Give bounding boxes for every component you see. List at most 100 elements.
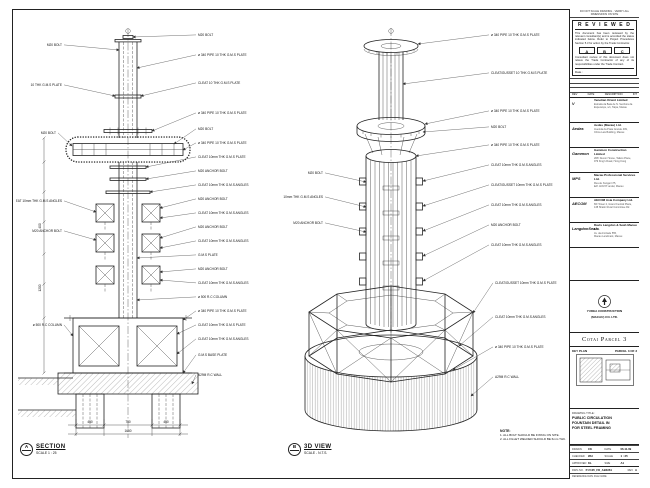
revision-header: REV DATE DESCRIPTION INT bbox=[570, 93, 639, 98]
annotation-label: M20 BOLT bbox=[198, 127, 213, 131]
section-scale: SCALE 1 : 25 bbox=[36, 450, 57, 455]
field-value: 06.11.09 bbox=[620, 447, 632, 452]
annotation-label: CLEAT 10mm THK G.M.S ANGLES bbox=[198, 337, 248, 341]
annotation-label: M20 ANCHOR BOLT bbox=[491, 223, 521, 227]
key-plan-thumbnail bbox=[575, 354, 634, 387]
dimension-label: 450 bbox=[163, 420, 169, 424]
upper-shaft-rods bbox=[382, 52, 400, 120]
contractor-name: (MACAU) CO. LTD. bbox=[591, 314, 618, 319]
notes-heading: NOTE: bbox=[500, 429, 511, 433]
consultant-logo: MPS bbox=[572, 176, 581, 182]
top-flange-bolts bbox=[368, 49, 415, 55]
consultant-name: Gammon Construction Limited bbox=[594, 148, 627, 156]
leader-line bbox=[159, 240, 197, 249]
annotation-label: ø 340 PIPE 10 THK G.M.S PLATE bbox=[198, 53, 247, 57]
leader-line bbox=[176, 338, 197, 355]
iso-scale: SCALE - N.T.S. bbox=[304, 450, 328, 455]
leader-line bbox=[470, 376, 494, 397]
leader-line bbox=[458, 316, 494, 347]
leader-line bbox=[145, 170, 197, 181]
consultant-address: 8/F Tower 2, Grand Central Plaza, bbox=[594, 202, 632, 206]
reviewed-body-1: This document has been reviewed by the r… bbox=[575, 31, 634, 45]
leader-line bbox=[417, 34, 490, 46]
leader-line bbox=[159, 226, 197, 239]
tree-icon bbox=[598, 294, 611, 308]
note-item: 1. ALL BOLT SHOULD BE FIXING ON SITE. bbox=[500, 433, 560, 437]
consultant-address: 979 King's Road, Hong Kong bbox=[594, 159, 627, 163]
section-annotations: M20 BOLT ø 340 PIPE 10 THK G.M.S PLATE CLE… bbox=[16, 33, 248, 433]
field-label: APPROVED bbox=[572, 461, 587, 465]
revision-cloud bbox=[65, 136, 191, 163]
consultant-address: China Law Building, Macau bbox=[594, 131, 625, 134]
annotation-label: M20 BOLT bbox=[308, 171, 323, 175]
dwg-number-row: DWG NO. P-F105_FD_AB3361 REV A bbox=[570, 467, 639, 474]
leader-line bbox=[57, 132, 73, 147]
cylinder-cleat-tabs bbox=[359, 177, 423, 286]
annotation-label: M20 ANCHOR BOLT bbox=[198, 169, 228, 173]
consultant-logo: Gammon bbox=[572, 151, 589, 157]
leader-line bbox=[182, 310, 197, 321]
leader-line bbox=[136, 54, 197, 69]
rev-col: DATE bbox=[587, 93, 595, 97]
annotation-label: M20 BOLT bbox=[491, 125, 506, 129]
project-title: Cotai Parcel 3 bbox=[570, 333, 639, 348]
field-label: CHECKED bbox=[572, 454, 585, 458]
collar-hole bbox=[377, 122, 405, 130]
field-label: DATE bbox=[604, 448, 612, 452]
status-box-b: B bbox=[596, 47, 613, 54]
leader-line bbox=[422, 184, 490, 207]
status-box-c: C bbox=[614, 47, 631, 54]
annotation-label: M20 BOLT bbox=[198, 33, 213, 37]
column-hidden-lines bbox=[123, 42, 133, 318]
leader-line bbox=[63, 230, 97, 241]
centerline-mark bbox=[125, 28, 131, 34]
leader-line bbox=[422, 224, 490, 257]
section-title: SECTION bbox=[36, 444, 66, 451]
dimension-label: 1650 bbox=[124, 429, 131, 433]
key-plan: KEY PLAN PARCEL 3 OF 3 bbox=[570, 347, 639, 410]
field-value: WH bbox=[588, 453, 593, 458]
leader-line bbox=[452, 346, 494, 371]
leader-line bbox=[324, 222, 367, 233]
annotation-label: ø 500 R.C COLUMN bbox=[33, 323, 63, 327]
consultant-address: Avenida da Praia Grande 409, bbox=[594, 127, 628, 131]
annotation-label: CLEAT 10 THK G.M.S PLATE bbox=[198, 81, 240, 85]
consultant-logo: LangdonSeah bbox=[572, 226, 598, 232]
iso-label: B 3D VIEW SCALE - N.T.S. bbox=[288, 443, 331, 456]
platform-braces bbox=[308, 311, 474, 383]
leader-line bbox=[176, 324, 197, 335]
consultant-name: AECOM Asia Company Ltd. bbox=[594, 198, 634, 203]
consultant-address: Av. da Amizade 555, bbox=[594, 231, 617, 235]
section-view: M20 BOLT ø 340 PIPE 10 THK G.M.S PLATE CLE… bbox=[16, 28, 248, 438]
annotation-label: ø 340 PIPE 10 THK G.M.S PLATE bbox=[495, 345, 544, 349]
annotation-label: CLEAT 10mm THK G.M.S ANGLES bbox=[198, 183, 248, 187]
contractor-name: YUDEA CONSTRUCTION bbox=[586, 309, 623, 314]
annotation-label: CLEAT 10mm THK G.M.S PLATE bbox=[198, 155, 246, 159]
cleat-diagonals bbox=[95, 203, 161, 285]
leader-line bbox=[159, 268, 197, 274]
annotation-label: CLEAT 10mm THK G.M.S ANGLES bbox=[491, 203, 541, 207]
leader-line bbox=[63, 324, 74, 337]
reference-note: REFERENCE DWG FILE NAME bbox=[572, 475, 607, 478]
drawing-title-line: FOR STEEL FRAMING bbox=[572, 426, 611, 431]
dimension-label: 400 bbox=[38, 223, 42, 229]
leader-line bbox=[422, 204, 490, 232]
annotation-label: ø 340 PIPE 10 THK G.M.S PLATE bbox=[198, 309, 247, 313]
annotation-label: CLEAT/GUSSET 10mm THK G.M.S PLATE bbox=[495, 281, 557, 285]
annotation-label: G.M.S BASE PLATE bbox=[198, 353, 227, 357]
consultant-logo: Aedas bbox=[572, 126, 584, 132]
consultant-name: Macau Professional Services Ltd. bbox=[594, 173, 636, 181]
leader-line bbox=[422, 126, 490, 134]
leader-line bbox=[149, 184, 197, 194]
leader-line bbox=[140, 82, 197, 97]
leader-line bbox=[145, 156, 197, 168]
consultant-address: Macau Landmark, Macau bbox=[594, 234, 623, 238]
leader-line bbox=[424, 110, 490, 125]
pile-hidden-lines bbox=[82, 394, 174, 428]
consultant-address: Rua de Xangai 175, bbox=[594, 181, 617, 185]
